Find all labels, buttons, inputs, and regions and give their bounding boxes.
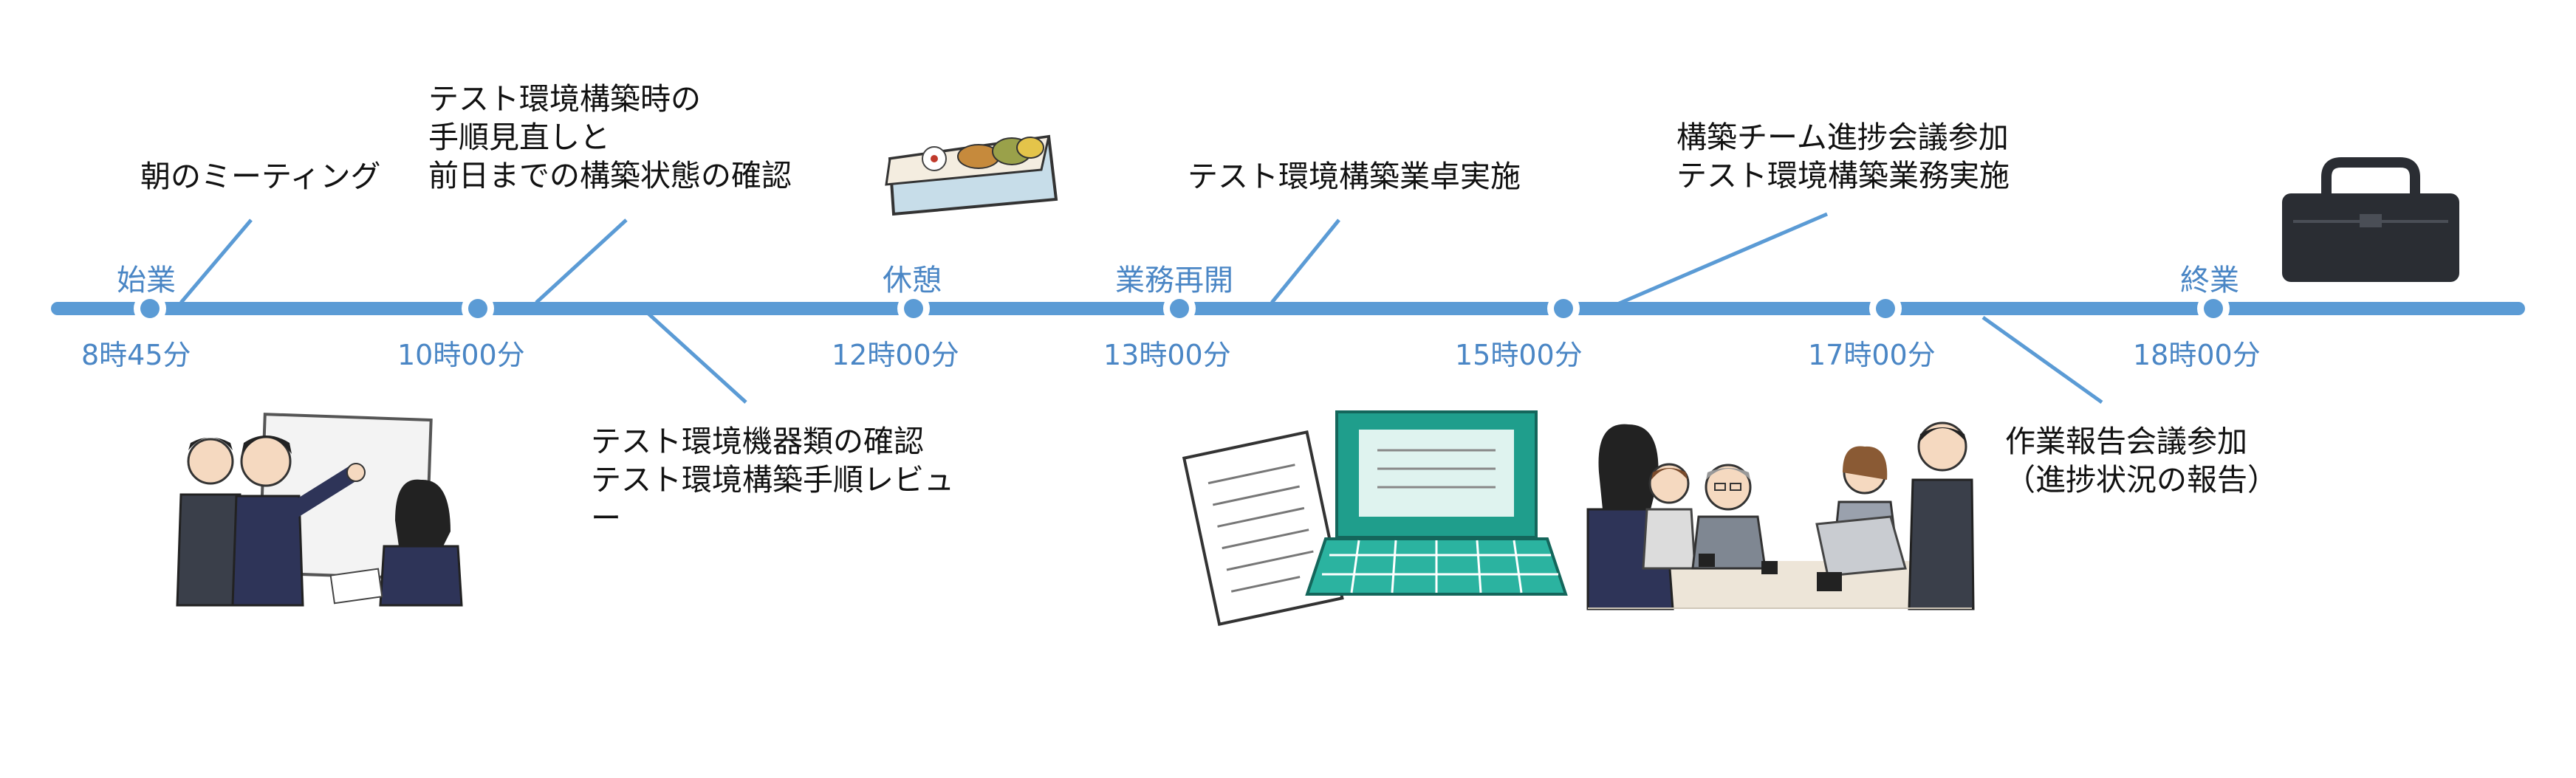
marker-start-label: 始業 [117,264,176,297]
callout-desk-work: テスト環境構築業卓実施 [1188,159,1521,194]
callout-test-env-review-line-1: テスト環境構築時の [428,81,701,117]
marker-resume-label: 業務再開 [1115,264,1233,297]
bento-box-icon [885,134,1058,216]
node-1200 [897,292,930,325]
connector-equipment-check [647,312,747,404]
callout-morning-meeting: 朝のミーティング [140,159,381,194]
time-label-1700: 17時00分 [1808,339,1936,371]
time-label-1300: 13時00分 [1103,339,1231,371]
callout-report-meeting-line-2: （進捗状況の報告） [2005,462,2278,498]
node-1500 [1547,292,1580,325]
time-label-1200: 12時00分 [832,339,959,371]
marker-break-label: 休憩 [883,264,942,297]
people-whiteboard-illustration [176,413,463,607]
callout-equipment-check: テスト環境機器類の確認 テスト環境構築手順レビュ ー [591,422,954,537]
laptop-documents-illustration [1182,410,1568,627]
connector-lines [179,212,2103,405]
node-1700 [1869,292,1902,325]
timeline-nodes [134,292,2230,325]
connector-desk-work [1270,218,1340,304]
connector-test-env-review [535,218,628,304]
node-0845 [134,292,166,325]
connector-morning-meeting [179,218,253,304]
time-label-1800: 18時00分 [2133,339,2261,371]
callout-team-meeting-line-1: 構築チーム進捗会議参加 [1676,120,2009,155]
time-label-1500: 15時00分 [1455,339,1583,371]
node-1300 [1163,292,1196,325]
callout-equipment-check-line-3: ー [591,500,621,536]
conference-meeting-illustration [1586,421,1975,610]
callout-report-meeting: 作業報告会議参加 （進捗状況の報告） [2005,422,2278,499]
callout-team-meeting: 構築チーム進捗会議参加 テスト環境構築業務実施 [1676,118,2010,195]
connector-team-meeting [1617,212,1828,306]
callout-test-env-review: テスト環境構築時の 手順見直しと 前日までの構築状態の確認 [428,80,792,195]
callout-test-env-review-line-2: 手順見直しと [428,120,610,155]
time-label-1000: 10時00分 [397,339,525,371]
callout-test-env-review-line-3: 前日までの構築状態の確認 [428,158,792,193]
callout-team-meeting-line-2: テスト環境構築業務実施 [1676,158,2010,193]
marker-end-label: 終業 [2180,264,2239,297]
briefcase-icon [2282,157,2459,282]
connector-report-meeting [1981,315,2103,405]
callout-report-meeting-line-1: 作業報告会議参加 [2005,424,2247,459]
node-1000 [462,292,494,325]
callout-equipment-check-line-1: テスト環境機器類の確認 [591,424,924,459]
time-label-0845: 8時45分 [81,339,191,371]
callout-equipment-check-line-2: テスト環境構築手順レビュ [591,462,954,498]
node-1800 [2197,292,2230,325]
